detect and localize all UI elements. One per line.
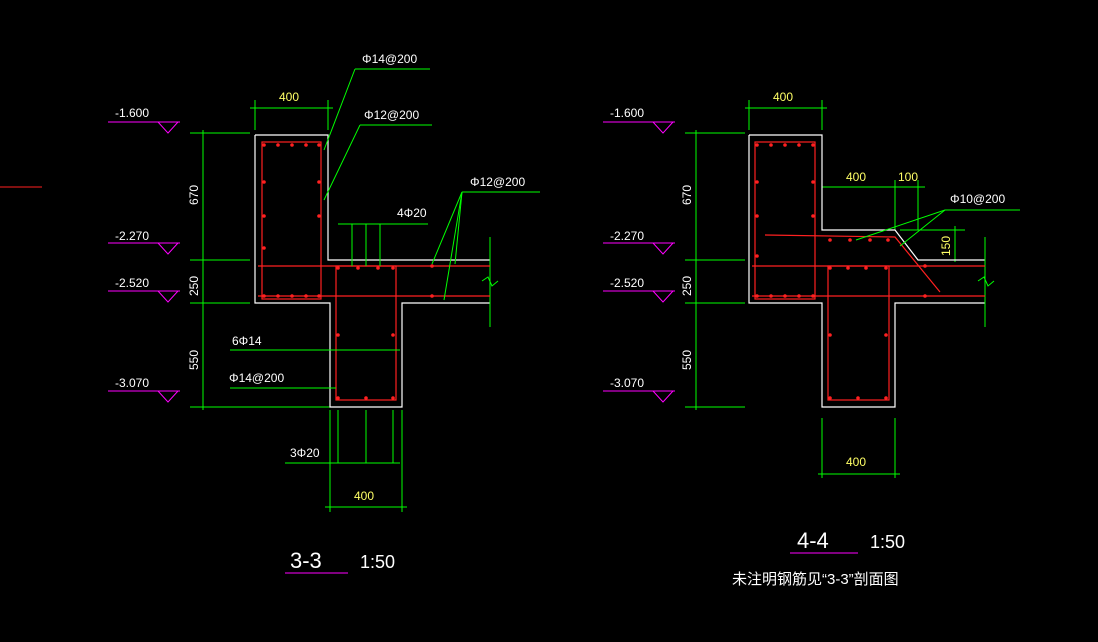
dim-label-bottom: 400 (846, 455, 866, 469)
level-label: -2.270 (115, 229, 149, 243)
dim-label-top: 400 (279, 90, 299, 104)
rebar-label: 3Φ20 (290, 446, 320, 460)
rebar-label: 4Φ20 (397, 206, 427, 220)
level-label: -3.070 (610, 376, 644, 390)
rebar-label: Φ10@200 (950, 192, 1005, 206)
section-3-3: -1.600 -2.270 -2.520 -3.070 670 250 550 (108, 52, 540, 574)
level-marker (108, 390, 180, 403)
concrete-outline (748, 135, 985, 408)
rebar-label: Φ12@200 (470, 175, 525, 189)
break-symbol (481, 276, 499, 287)
bottom-dimension-line (325, 410, 407, 512)
dim-label: 670 (680, 185, 694, 205)
leader-lines (855, 209, 1020, 247)
rebar-label: 6Φ14 (232, 334, 262, 348)
section-title: 3-3 (290, 548, 322, 573)
rebar-label: Φ14@200 (229, 371, 284, 385)
rebar-dots (755, 143, 927, 400)
concrete-outline (254, 135, 490, 408)
rebar-cage (258, 141, 490, 401)
level-marker (603, 121, 675, 134)
section-note: 未注明钢筋见“3-3”剖面图 (732, 571, 899, 588)
level-label: -2.520 (115, 276, 149, 290)
level-marker (108, 121, 180, 134)
dim-label-mid: 100 (898, 170, 918, 184)
level-marker (108, 242, 180, 255)
dim-label-mid: 400 (846, 170, 866, 184)
vertical-dimension-line (685, 130, 745, 410)
level-marker (603, 242, 675, 255)
level-label: -1.600 (115, 106, 149, 120)
level-label: -2.520 (610, 276, 644, 290)
top-dimension-line (745, 100, 827, 130)
level-marker (603, 290, 675, 303)
level-label: -1.600 (610, 106, 644, 120)
concrete-outline (255, 134, 490, 261)
dim-label: 670 (187, 185, 201, 205)
dim-label: 550 (187, 350, 201, 370)
rebar-dots (262, 143, 434, 400)
dim-label: 250 (187, 276, 201, 296)
level-label: -2.270 (610, 229, 644, 243)
concrete-outline (749, 134, 985, 261)
leader-lines (230, 68, 540, 464)
section-4-4: -1.600 -2.270 -2.520 -3.070 670 250 550 (603, 90, 1020, 588)
rebar-label: Φ14@200 (362, 52, 417, 66)
dim-label: 550 (680, 350, 694, 370)
vertical-dimension-line (190, 130, 330, 410)
level-label: -3.070 (115, 376, 149, 390)
dim-label: 250 (680, 276, 694, 296)
dim-label-haunch: 150 (939, 236, 953, 256)
bottom-dimension-line (818, 418, 900, 478)
section-scale: 1:50 (360, 552, 395, 572)
section-title: 4-4 (797, 528, 829, 553)
dim-label-bottom: 400 (354, 489, 374, 503)
top-dimension-line (250, 100, 333, 130)
dim-label-top: 400 (773, 90, 793, 104)
rebar-label: Φ12@200 (364, 108, 419, 122)
level-marker (108, 290, 180, 303)
level-marker (603, 390, 675, 403)
section-scale: 1:50 (870, 532, 905, 552)
break-symbol (977, 276, 995, 287)
rebar-cage (752, 141, 985, 401)
